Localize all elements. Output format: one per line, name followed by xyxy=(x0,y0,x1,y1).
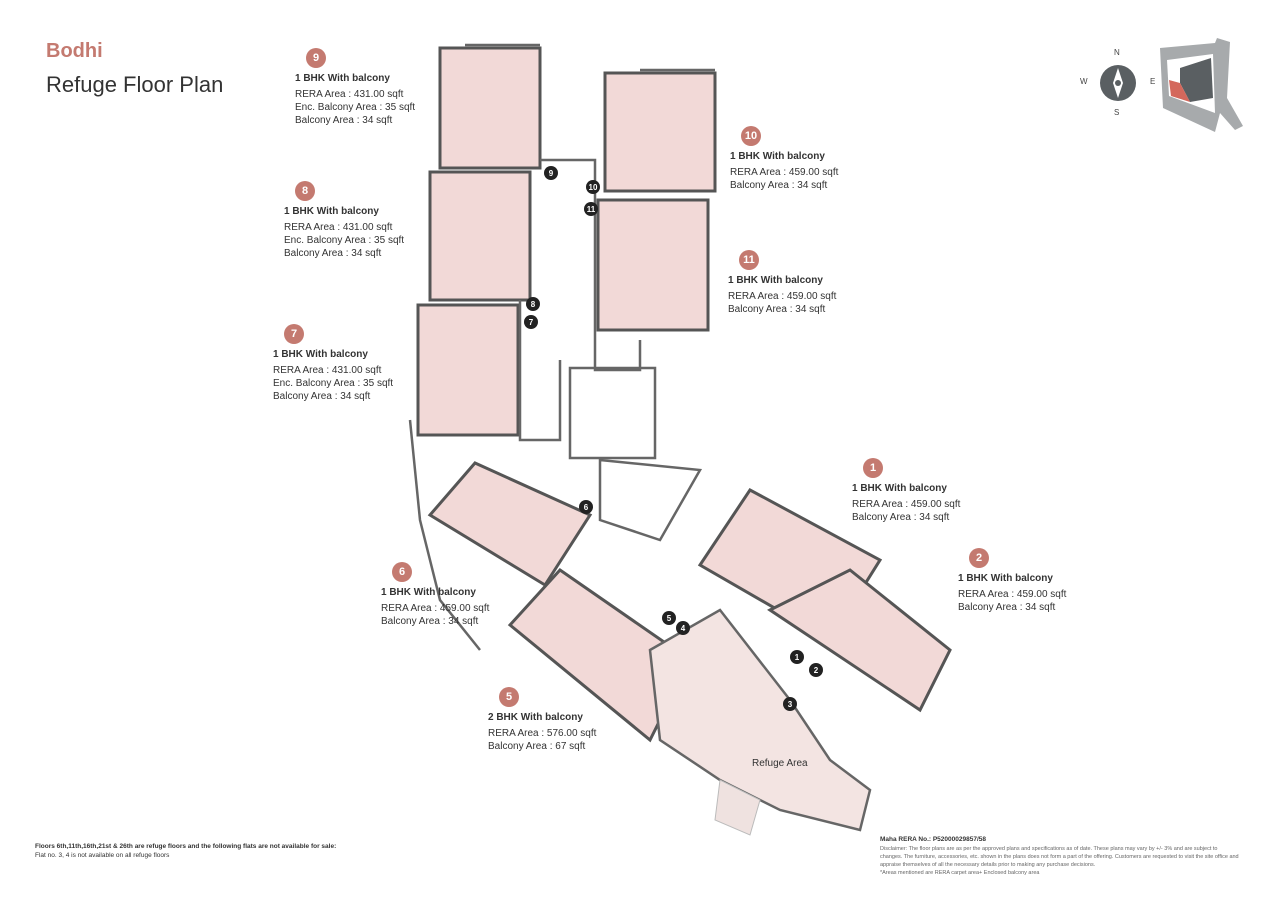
plan-marker-10: 10 xyxy=(586,180,600,194)
unit-badge: 7 xyxy=(284,324,304,344)
unit-badge: 6 xyxy=(392,562,412,582)
rera-area: RERA Area : 459.00 sqft xyxy=(381,603,490,614)
disclaimer-text: Disclaimer: The floor plans are as per t… xyxy=(880,846,1239,868)
page-title: Refuge Floor Plan xyxy=(46,72,224,97)
unit-info-8: 8 1 BHK With balcony RERA Area : 431.00 … xyxy=(284,181,405,260)
core-plan xyxy=(568,366,657,460)
brand-name: Bodhi xyxy=(46,40,103,62)
rera-area: RERA Area : 431.00 sqft xyxy=(273,365,382,376)
refuge-floors-note: Floors 6th,11th,16th,21st & 26th are ref… xyxy=(35,842,336,860)
unit-type: 1 BHK With balcony xyxy=(728,275,823,286)
footnote: *Areas mentioned are RERA carpet area+ E… xyxy=(880,870,1040,876)
unit-info-7: 7 1 BHK With balcony RERA Area : 431.00 … xyxy=(273,324,394,403)
unit-badge: 8 xyxy=(295,181,315,201)
plan-marker-5: 5 xyxy=(662,611,676,625)
plan-marker-11: 11 xyxy=(584,202,598,216)
unit-type: 1 BHK With balcony xyxy=(958,573,1053,584)
unit-badge: 11 xyxy=(739,250,759,270)
unit-info-11: 11 1 BHK With balcony RERA Area : 459.00… xyxy=(728,250,837,316)
unit-11-plan xyxy=(596,198,710,332)
unit-type: 1 BHK With balcony xyxy=(284,206,379,217)
plan-marker-4: 4 xyxy=(676,621,690,635)
plan-marker-8: 8 xyxy=(526,297,540,311)
compass-s: S xyxy=(1114,108,1120,117)
unit-badge: 9 xyxy=(306,48,326,68)
rera-area: RERA Area : 459.00 sqft xyxy=(728,291,837,302)
compass-w: W xyxy=(1080,77,1088,86)
unit-info-10: 10 1 BHK With balcony RERA Area : 459.00… xyxy=(730,126,839,192)
unit-type: 1 BHK With balcony xyxy=(295,73,390,84)
rera-area: RERA Area : 459.00 sqft xyxy=(852,499,961,510)
unit-badge: 5 xyxy=(499,687,519,707)
unit-9-plan xyxy=(438,46,542,170)
unit-info-2: 2 1 BHK With balcony RERA Area : 459.00 … xyxy=(958,548,1067,614)
unit-2-plan xyxy=(767,568,952,713)
compass-icon xyxy=(1100,65,1136,101)
rera-area: RERA Area : 459.00 sqft xyxy=(958,589,1067,600)
balcony-area: Balcony Area : 34 sqft xyxy=(730,180,828,191)
unit-8-plan xyxy=(428,170,532,302)
plan-marker-2: 2 xyxy=(809,663,823,677)
note-title: Floors 6th,11th,16th,21st & 26th are ref… xyxy=(35,843,337,850)
unit-type: 1 BHK With balcony xyxy=(730,151,825,162)
refuge-area-label: Refuge Area xyxy=(752,758,808,769)
unit-7-plan xyxy=(416,303,520,437)
enc-balcony-area: Enc. Balcony Area : 35 sqft xyxy=(284,235,405,246)
key-plan-icon xyxy=(1160,38,1243,132)
compass-n: N xyxy=(1114,48,1120,57)
refuge-area-plan xyxy=(648,608,872,832)
unit-type: 1 BHK With balcony xyxy=(852,483,947,494)
compass: N S W E xyxy=(1080,48,1160,118)
unit-info-6: 6 1 BHK With balcony RERA Area : 459.00 … xyxy=(381,562,490,628)
plan-marker-9: 9 xyxy=(544,166,558,180)
unit-info-1: 1 1 BHK With balcony RERA Area : 459.00 … xyxy=(852,458,961,524)
plan-marker-3: 3 xyxy=(783,697,797,711)
rera-area: RERA Area : 576.00 sqft xyxy=(488,728,597,739)
rera-area: RERA Area : 431.00 sqft xyxy=(295,89,404,100)
balcony-area: Balcony Area : 34 sqft xyxy=(381,616,479,627)
plan-marker-7: 7 xyxy=(524,315,538,329)
rera-area: RERA Area : 431.00 sqft xyxy=(284,222,393,233)
enc-balcony-area: Enc. Balcony Area : 35 sqft xyxy=(273,378,394,389)
disclaimer-block: Maha RERA No.: P52000029857/58 Disclaime… xyxy=(880,836,1240,877)
balcony-area: Balcony Area : 34 sqft xyxy=(284,248,382,259)
unit-type: 1 BHK With balcony xyxy=(381,587,476,598)
plan-marker-6: 6 xyxy=(579,500,593,514)
note-text: Flat no. 3, 4 is not available on all re… xyxy=(35,852,170,859)
balcony-area: Balcony Area : 34 sqft xyxy=(273,391,371,402)
unit-10-plan xyxy=(603,71,717,193)
compass-e: E xyxy=(1150,77,1156,86)
balcony-area: Balcony Area : 34 sqft xyxy=(295,115,393,126)
balcony-area: Balcony Area : 34 sqft xyxy=(852,512,950,523)
unit-type: 1 BHK With balcony xyxy=(273,349,368,360)
balcony-area: Balcony Area : 34 sqft xyxy=(728,304,826,315)
unit-badge: 10 xyxy=(741,126,761,146)
unit-badge: 2 xyxy=(969,548,989,568)
unit-badge: 1 xyxy=(863,458,883,478)
unit-info-5: 5 2 BHK With balcony RERA Area : 576.00 … xyxy=(488,687,597,753)
rera-area: RERA Area : 459.00 sqft xyxy=(730,167,839,178)
balcony-area: Balcony Area : 34 sqft xyxy=(958,602,1056,613)
unit-info-9: 9 1 BHK With balcony RERA Area : 431.00 … xyxy=(295,48,416,127)
unit-6-plan xyxy=(427,461,593,588)
balcony-area: Balcony Area : 67 sqft xyxy=(488,741,586,752)
enc-balcony-area: Enc. Balcony Area : 35 sqft xyxy=(295,102,416,113)
rera-number: Maha RERA No.: P52000029857/58 xyxy=(880,836,986,843)
plan-marker-1: 1 xyxy=(790,650,804,664)
unit-type: 2 BHK With balcony xyxy=(488,712,583,723)
